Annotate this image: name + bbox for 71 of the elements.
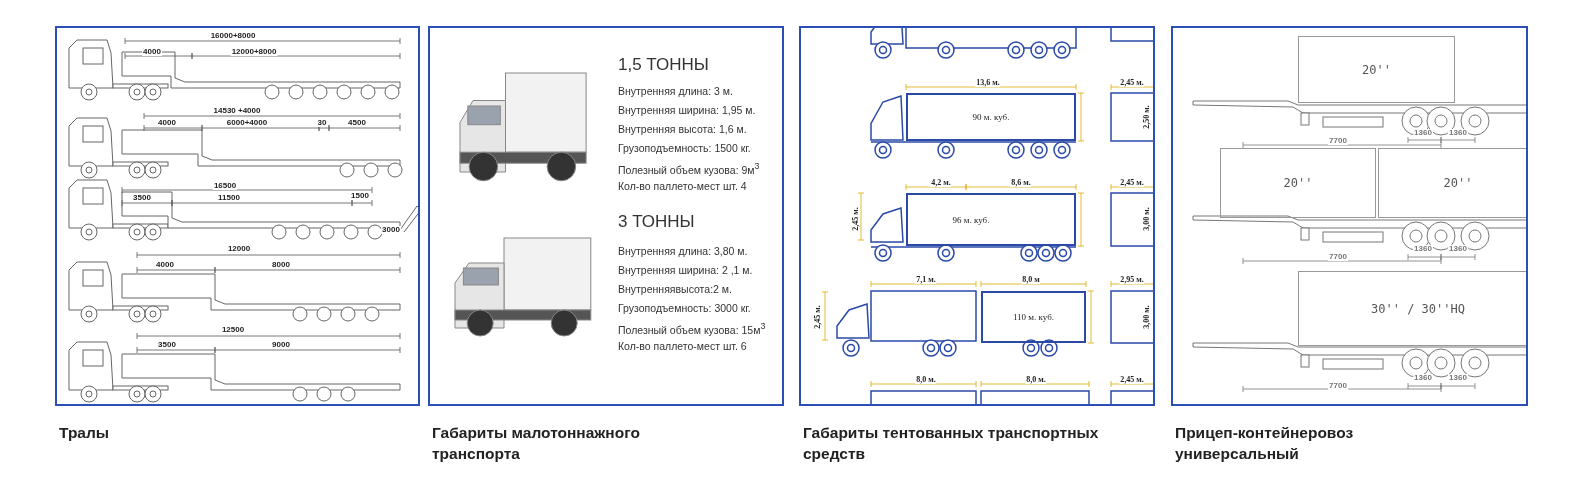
dimension-label: 6000+4000: [225, 119, 269, 127]
container-box: [1378, 148, 1526, 218]
volume-label: 96 м. куб.: [952, 214, 990, 225]
panel-caption: Габариты малотоннажного транспорта: [432, 423, 641, 464]
spec-line: Внутренняя ширина: 1,95 м.: [618, 105, 756, 116]
dimension-label: 16500: [212, 182, 238, 190]
dimension-label: 9000: [271, 341, 291, 349]
dimension-label: 8000: [271, 261, 291, 269]
panel-caption: Тралы: [59, 423, 111, 443]
dimension-label: 8,0 м.: [915, 376, 937, 384]
dimension-label: 1360: [1413, 245, 1433, 253]
cargo-body-box: [906, 93, 1076, 141]
spec-line: Внутренняя длина: 3,80 м.: [618, 246, 748, 257]
dimension-label: 1500: [350, 192, 370, 200]
spec-line: Грузоподъемность: 1500 кг.: [618, 143, 751, 154]
spec-line: Внутренняя длина: 3 м.: [618, 86, 733, 97]
dimension-label: 12000+8000: [230, 48, 278, 56]
dimension-label: 14530 +4000: [212, 107, 262, 115]
tonnage-heading: 3 ТОННЫ: [618, 213, 695, 230]
dimension-label: 11500: [217, 194, 241, 202]
dimension-label: 2,45 м.: [814, 304, 822, 330]
spec-line: Полезный объем кузова: 9м$^{3}$: [618, 162, 760, 175]
dimension-label: 12500: [220, 326, 246, 334]
volume-label: 110 м. куб.: [1012, 312, 1055, 322]
dimension-label: 4500: [347, 119, 367, 127]
container-box: [1220, 148, 1376, 218]
spec-line: Грузоподъемность: 3000 кг.: [618, 303, 751, 314]
cargo-body-box: [906, 193, 1076, 246]
spec-line: Внутренняявысота:2 м.: [618, 284, 732, 295]
dimension-label: 1360: [1448, 129, 1468, 137]
dimension-label: 3,00 м.: [1143, 206, 1151, 232]
spec-line: Внутренняя ширина: 2 ,1 м.: [618, 265, 753, 276]
dimension-label: 7700: [1328, 382, 1348, 390]
dimension-label: 2,45 м.: [1119, 376, 1145, 384]
dimension-label: 1360: [1413, 374, 1433, 382]
container-size-label: 30'' / 30''HQ: [1371, 301, 1465, 316]
dimension-label: 3500: [132, 194, 152, 202]
panel-caption: Габариты тентованных транспортных средств: [803, 423, 1100, 464]
cargo-body-box: [981, 291, 1086, 343]
dimension-label: 7700: [1328, 253, 1348, 261]
dimension-label: 4000: [142, 48, 162, 56]
dimension-label: 2,95 м.: [1119, 276, 1145, 284]
container-size-label: 20'': [1443, 176, 1473, 190]
dimension-label: 2,45 м.: [852, 206, 860, 232]
container-box: [1298, 36, 1455, 103]
spec-line: Внутренняя высота: 1,6 м.: [618, 124, 747, 135]
volume-label: 90 м. куб.: [972, 112, 1010, 122]
spec-line: Полезный объем кузова: 15м$^{3}$: [618, 322, 766, 335]
container-box: [1298, 271, 1526, 346]
dimension-label: 1360: [1448, 374, 1468, 382]
dimension-label: 3,00 м.: [1143, 304, 1151, 330]
panel-caption: Прицеп-контейнеровоз универсальный: [1175, 423, 1355, 464]
container-size-label: 20'': [1362, 62, 1391, 77]
spec-line: Кол-во паллето-мест шт. 4: [618, 181, 747, 192]
tonnage-heading: 1,5 ТОННЫ: [618, 56, 709, 73]
dimension-label: 1360: [1413, 129, 1433, 137]
dimension-label: 1360: [1448, 245, 1468, 253]
spec-line: Кол-во паллето-мест шт. 6: [618, 341, 747, 352]
dimension-label: 2,45 м.: [1119, 179, 1145, 187]
dimension-label: 16000+8000: [209, 32, 257, 40]
dimension-label: 12000: [226, 245, 252, 253]
dimension-label: 2,45 м.: [1119, 79, 1145, 87]
dimension-label: 3000: [381, 226, 401, 234]
dimension-label: 2,50 м.: [1143, 104, 1151, 130]
dimension-label: 30: [316, 119, 328, 127]
dimension-label: 3500: [157, 341, 177, 349]
dimension-label: 8,0 м.: [1025, 376, 1047, 384]
dimension-label: 4000: [155, 261, 175, 269]
dimension-label: 4000: [157, 119, 177, 127]
container-size-label: 20'': [1283, 176, 1313, 190]
dimension-label: 7,1 м.: [915, 276, 937, 284]
